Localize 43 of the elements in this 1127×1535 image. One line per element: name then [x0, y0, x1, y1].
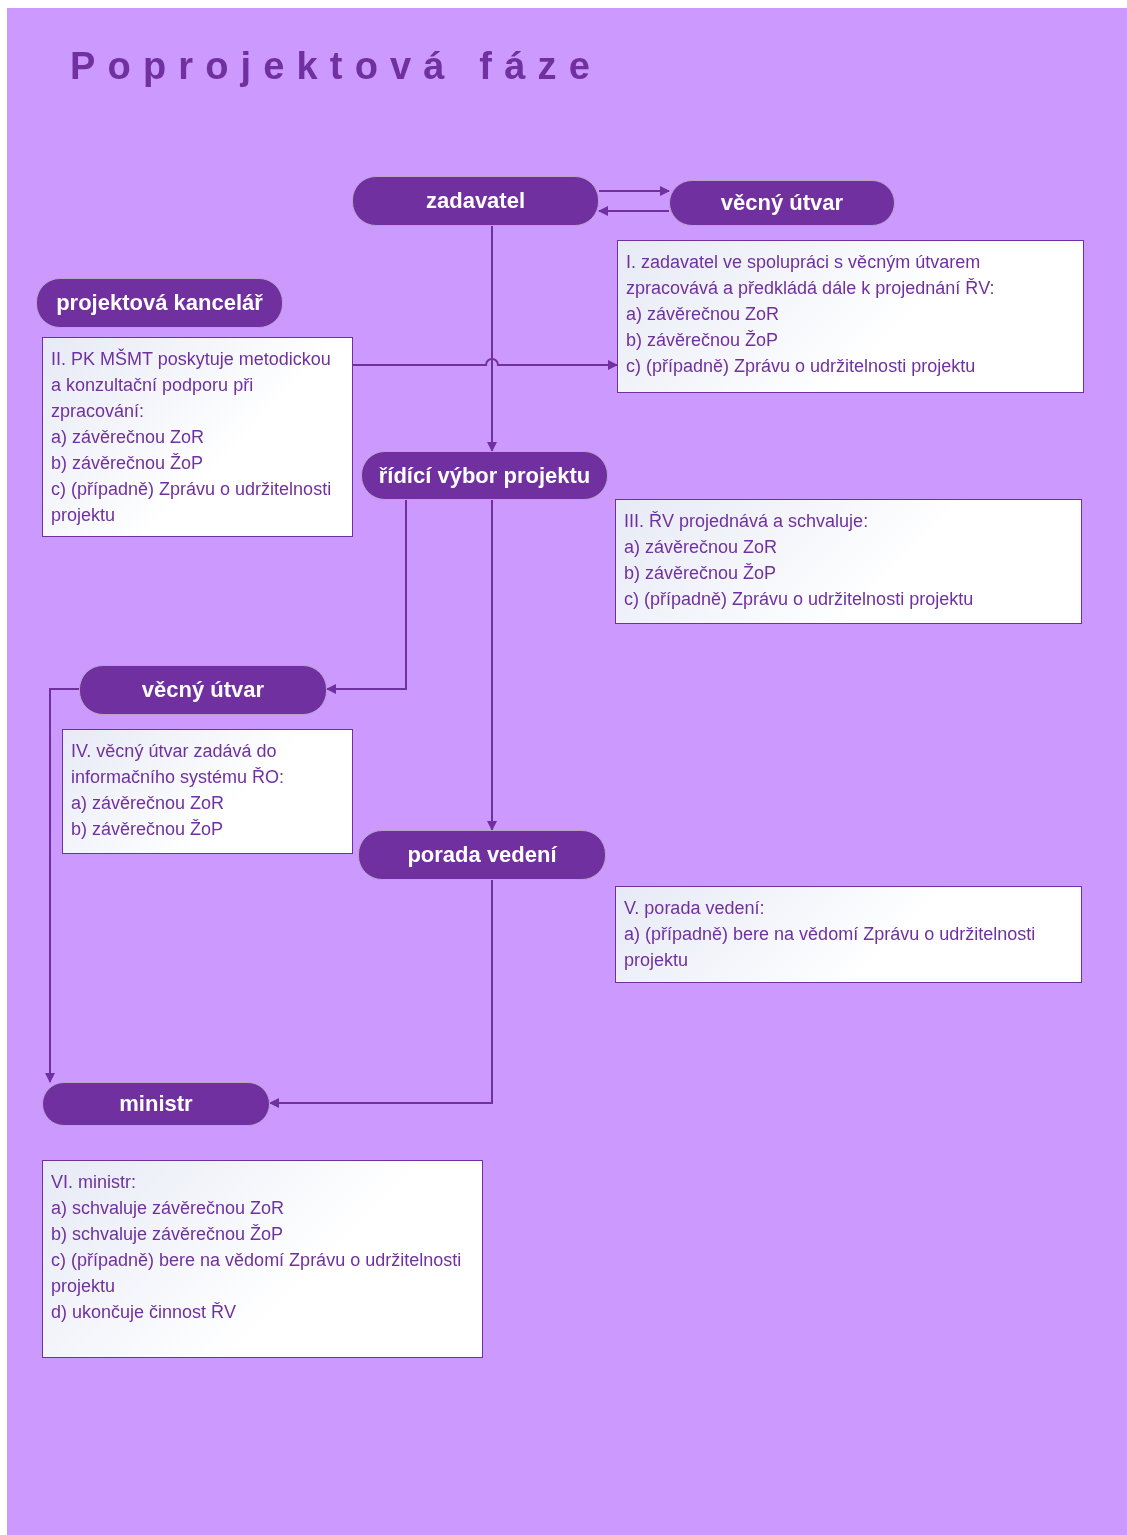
role-pill: zadavatel — [352, 176, 599, 226]
role-pill: řídící výbor projektu — [361, 451, 608, 500]
note-heading: I. zadavatel ve spolupráci s věcným útvarem zpracovává a předkládá dále k projednání ŘV: — [626, 251, 996, 300]
role-pill: porada vedení — [358, 830, 606, 880]
note-box — [615, 886, 1082, 983]
arrow — [598, 206, 670, 216]
note-box — [615, 499, 1082, 624]
note-heading: V. porada vedení: — [624, 897, 766, 920]
list-item: a) (případně) bere na vědomí Zprávu o udržitelnosti projektu — [624, 923, 1037, 972]
list-item: a) schvaluje závěrečnou ZoR — [51, 1197, 286, 1220]
role-pill: projektová kancelář — [36, 278, 283, 328]
list-item: b) závěrečnou ŽoP — [71, 818, 225, 841]
list-item: d) ukončuje činnost ŘV — [51, 1301, 238, 1324]
list-item: a) závěrečnou ZoR — [626, 303, 781, 326]
list-item: a) závěrečnou ZoR — [71, 792, 226, 815]
arrow — [269, 879, 493, 1108]
diagram-title: Poprojektová fáze — [70, 45, 602, 88]
list-item: c) (případně) Zprávu o udržitelnosti projektu — [626, 355, 977, 378]
list-item: b) závěrečnou ŽoP — [624, 562, 778, 585]
note-heading: IV. věcný útvar zadává do informačního systému ŘO: — [71, 740, 286, 789]
arrow — [45, 688, 80, 1083]
note-box — [42, 1160, 483, 1358]
arrow — [352, 358, 618, 370]
note-heading: III. ŘV projednává a schvaluje: — [624, 510, 870, 533]
note-heading: II. PK MŠMT poskytuje metodickou a konzultační podporu při zpracování: — [51, 347, 332, 423]
list-item: b) závěrečnou ŽoP — [626, 329, 780, 352]
note-heading: VI. ministr: — [51, 1171, 137, 1194]
arrow — [487, 225, 497, 452]
list-item: a) závěrečnou ZoR — [624, 536, 779, 559]
arrow — [598, 186, 670, 196]
role-pill: ministr — [42, 1082, 270, 1126]
list-item: b) schvaluje závěrečnou ŽoP — [51, 1223, 285, 1246]
role-pill: věcný útvar — [669, 180, 895, 226]
arrow — [326, 499, 407, 694]
role-pill: věcný útvar — [79, 665, 327, 715]
list-item: c) (případně) Zprávu o udržitelnosti projektu — [624, 588, 975, 611]
list-item: c) (případně) Zprávu o udržitelnosti projektu — [51, 478, 333, 527]
note-box — [617, 240, 1084, 393]
note-box — [42, 337, 353, 537]
list-item: b) závěrečnou ŽoP — [51, 452, 205, 475]
note-box — [62, 729, 353, 854]
list-item: a) závěrečnou ZoR — [51, 426, 206, 449]
arrow — [487, 499, 497, 831]
